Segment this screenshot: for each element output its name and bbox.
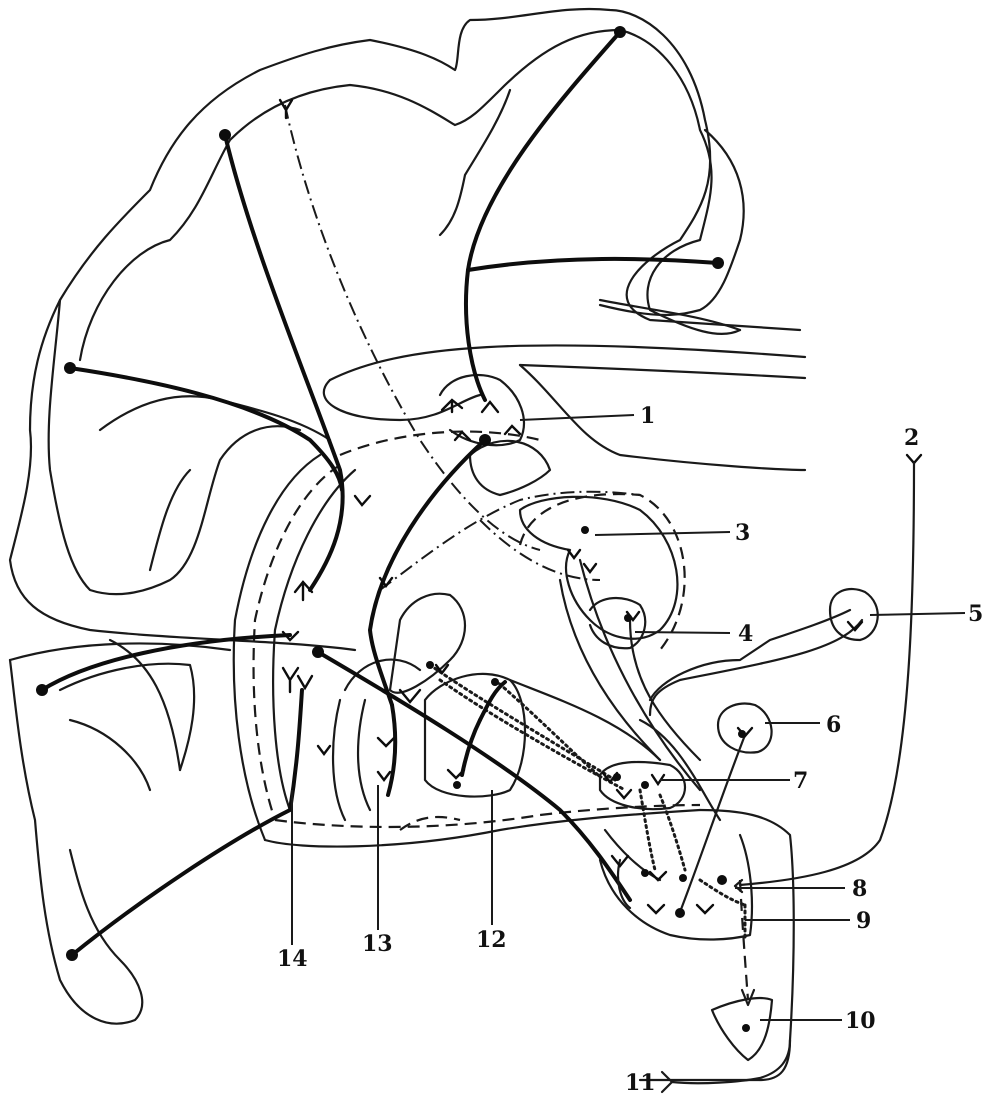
synaptic-terminals bbox=[278, 98, 923, 915]
label-5: 5 bbox=[968, 601, 983, 627]
dotted-pathways bbox=[428, 663, 747, 942]
label-2: 2 bbox=[904, 425, 919, 451]
label-4: 4 bbox=[738, 621, 753, 647]
label-10: 10 bbox=[845, 1008, 876, 1034]
dashdot-pathway bbox=[284, 104, 641, 591]
number-labels: 1 2 3 4 5 6 7 8 9 10 11 12 13 14 bbox=[277, 403, 983, 1094]
cortex-outline bbox=[8, 7, 802, 1025]
basal-structures bbox=[331, 373, 879, 1082]
label-9: 9 bbox=[856, 908, 871, 934]
cell-bodies bbox=[36, 26, 750, 1032]
label-12: 12 bbox=[476, 927, 507, 953]
label-13: 13 bbox=[362, 931, 393, 957]
projection-fibers bbox=[40, 30, 864, 957]
label-11: 11 bbox=[625, 1070, 656, 1094]
label-6: 6 bbox=[826, 712, 841, 738]
corpus-callosum bbox=[322, 344, 807, 472]
label-14: 14 bbox=[277, 946, 308, 972]
descending-dashed bbox=[738, 879, 756, 1007]
label-3: 3 bbox=[735, 520, 750, 546]
label-7: 7 bbox=[793, 768, 808, 794]
internal-capsule bbox=[232, 430, 702, 848]
leader-lines bbox=[291, 414, 966, 1021]
label-8: 8 bbox=[852, 876, 867, 902]
ascending-pathways bbox=[660, 461, 916, 1094]
label-1: 1 bbox=[640, 403, 655, 429]
